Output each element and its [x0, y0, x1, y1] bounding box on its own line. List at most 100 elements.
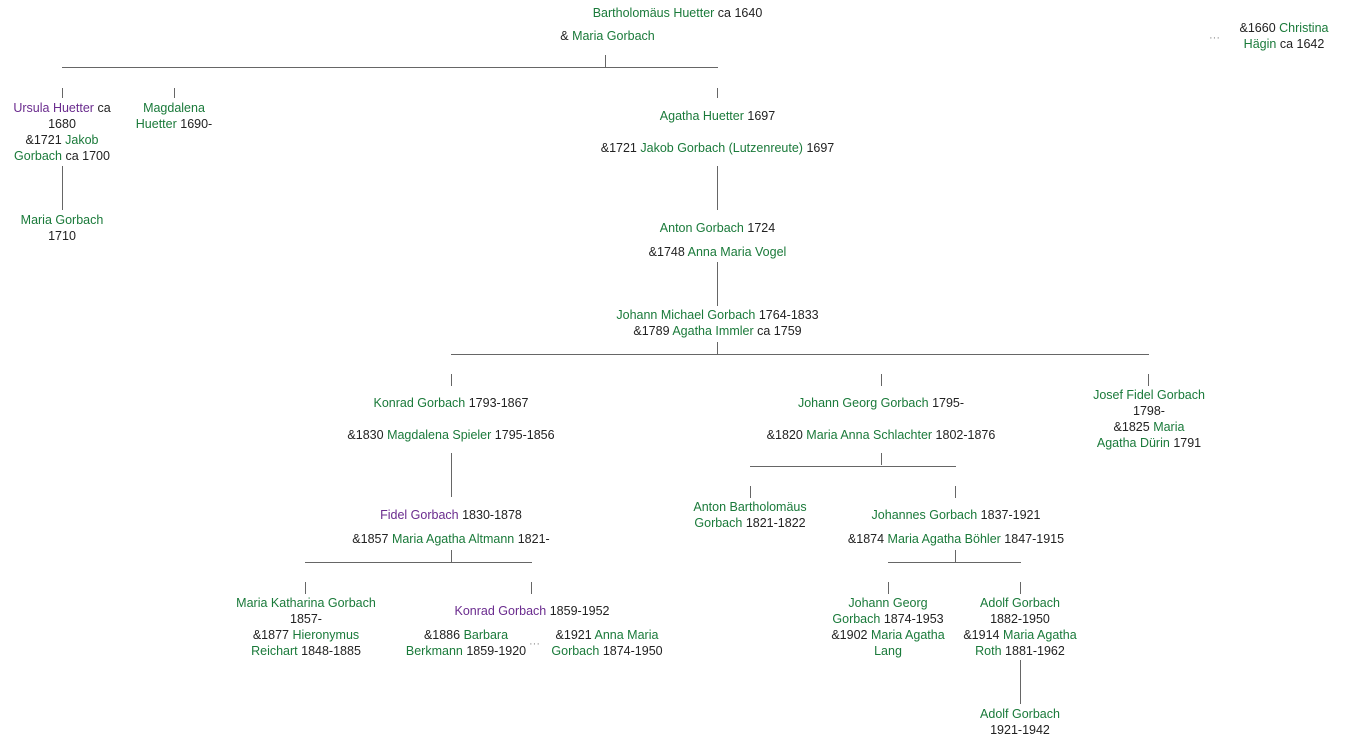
- person-date: 1921-1942: [990, 723, 1050, 737]
- person-link[interactable]: Johann Michael Gorbach: [616, 308, 756, 322]
- person-date: 1881-1962: [1005, 644, 1065, 658]
- person-link[interactable]: Maria: [1153, 420, 1185, 434]
- child-line: [531, 582, 532, 594]
- person-link[interactable]: Gorbach: [694, 516, 743, 530]
- spouse-barbara-berkmann: &1886 Barbara Berkmann 1859-1920: [400, 627, 532, 659]
- spouse-maria-agatha-altmann: &1857 Maria Agatha Altmann 1821-: [310, 531, 592, 547]
- person-link[interactable]: Konrad Gorbach: [373, 396, 466, 410]
- person-link[interactable]: Josef Fidel Gorbach: [1093, 388, 1205, 402]
- spouse-anna-maria-gorbach: &1921 Anna Maria Gorbach 1874-1950: [542, 627, 672, 659]
- person-link[interactable]: Maria Agatha: [870, 628, 945, 642]
- more-marriages-icon[interactable]: ···: [1209, 32, 1220, 44]
- marriage-prefix: &1830: [347, 428, 384, 442]
- person-link[interactable]: Anna Maria Vogel: [687, 245, 787, 259]
- person-link[interactable]: Johannes Gorbach: [871, 508, 978, 522]
- person-link[interactable]: Hieronymus: [292, 628, 360, 642]
- person-link[interactable]: Adolf Gorbach: [980, 707, 1060, 721]
- person-date: 1802-1876: [935, 428, 996, 442]
- person-anton-bartholomaeus-gorbach: Anton Bartholomäus Gorbach 1821-1822: [680, 499, 820, 531]
- spouse-christina-haegin: &1660 Christina Hägin ca 1642: [1226, 20, 1342, 52]
- person-link[interactable]: Maria Katharina Gorbach: [236, 596, 376, 610]
- person-link[interactable]: Huetter: [135, 117, 177, 131]
- person-date: 1847-1915: [1004, 532, 1065, 546]
- person-link[interactable]: Fidel Gorbach: [380, 508, 459, 522]
- more-marriages-icon[interactable]: ···: [529, 638, 540, 650]
- person-link[interactable]: Adolf Gorbach: [980, 596, 1060, 610]
- sibling-line: [750, 466, 956, 467]
- marriage-prefix: &: [560, 29, 569, 43]
- person-link[interactable]: Reichart: [251, 644, 298, 658]
- sibling-line: [888, 562, 1021, 563]
- marriage-prefix: &1914: [963, 628, 1000, 642]
- marriage-prefix: &1902: [831, 628, 868, 642]
- person-johann-georg-gorbach-1874: Johann Georg Gorbach 1874-1953 &1902 Mar…: [818, 595, 958, 659]
- person-adolf-gorbach-1921: Adolf Gorbach 1921-1942: [960, 706, 1080, 738]
- person-link[interactable]: Agatha Dürin: [1096, 436, 1170, 450]
- spouse-maria-gorbach: & Maria Gorbach: [520, 28, 695, 44]
- person-link[interactable]: Konrad Gorbach: [454, 604, 547, 618]
- person-date: ca 1642: [1279, 37, 1325, 51]
- person-date: 1795-1856: [494, 428, 555, 442]
- person-date: 1821-: [517, 532, 550, 546]
- person-link[interactable]: Berkmann: [405, 644, 463, 658]
- person-link[interactable]: Maria Agatha Böhler: [887, 532, 1001, 546]
- person-link[interactable]: Maria Gorbach: [572, 29, 655, 43]
- child-line: [1020, 582, 1021, 594]
- marriage-prefix: &1857: [352, 532, 389, 546]
- person-link[interactable]: Barbara: [463, 628, 509, 642]
- person-anton-gorbach-1724: Anton Gorbach 1724: [560, 220, 875, 236]
- child-line: [888, 582, 889, 594]
- person-konrad-gorbach-1859: Konrad Gorbach 1859-1952: [422, 603, 642, 619]
- sibling-line: [451, 354, 1149, 355]
- person-link[interactable]: Maria Agatha: [1002, 628, 1077, 642]
- child-line: [881, 374, 882, 386]
- person-link[interactable]: Gorbach: [832, 612, 881, 626]
- person-link[interactable]: Agatha Immler: [672, 324, 754, 338]
- person-link[interactable]: Anton Gorbach: [659, 221, 744, 235]
- marriage-prefix: &1820: [766, 428, 803, 442]
- sibling-line: [305, 562, 532, 563]
- person-date: 1821-1822: [745, 516, 806, 530]
- marriage-prefix: &1874: [847, 532, 885, 546]
- person-link[interactable]: Gorbach: [14, 149, 62, 163]
- person-link[interactable]: Agatha Huetter: [659, 109, 744, 123]
- person-link[interactable]: Anton Bartholomäus: [693, 500, 807, 514]
- child-line: [717, 88, 718, 98]
- marriage-prefix: &1825: [1113, 420, 1150, 434]
- person-date: 1764-1833: [758, 308, 819, 322]
- person-link[interactable]: Christina: [1279, 21, 1329, 35]
- marriage-prefix: &1921: [555, 628, 592, 642]
- person-date: 1791: [1173, 436, 1202, 450]
- descent-line: [881, 453, 882, 465]
- descent-line: [717, 262, 718, 306]
- person-date: 1830-1878: [462, 508, 522, 522]
- person-link[interactable]: Jakob: [65, 133, 99, 147]
- person-link[interactable]: Maria Anna Schlachter: [806, 428, 933, 442]
- person-link[interactable]: Anna Maria: [594, 628, 659, 642]
- person-fidel-gorbach: Fidel Gorbach 1830-1878: [330, 507, 572, 523]
- person-maria-gorbach-1710: Maria Gorbach 1710: [2, 212, 122, 244]
- person-link[interactable]: Hägin: [1243, 37, 1277, 51]
- person-link[interactable]: Bartholomäus Huetter: [592, 6, 715, 20]
- person-ursula-huetter: Ursula Huetter ca 1680 &1721 Jakob Gorba…: [2, 100, 122, 164]
- spouse-anna-maria-vogel: &1748 Anna Maria Vogel: [560, 244, 875, 260]
- person-link[interactable]: Roth: [975, 644, 1002, 658]
- person-adolf-gorbach-1882: Adolf Gorbach 1882-1950 &1914 Maria Agat…: [955, 595, 1085, 659]
- person-link[interactable]: Magdalena Spieler: [387, 428, 492, 442]
- person-link[interactable]: Johann Georg Gorbach: [797, 396, 929, 410]
- descent-line: [955, 550, 956, 562]
- person-link[interactable]: Johann Georg: [848, 596, 928, 610]
- spouse-maria-agatha-boehler: &1874 Maria Agatha Böhler 1847-1915: [820, 531, 1092, 547]
- person-link[interactable]: Maria Agatha Altmann: [391, 532, 515, 546]
- person-link[interactable]: Lang: [874, 644, 902, 658]
- person-date: ca 1700: [65, 149, 110, 163]
- person-link[interactable]: Magdalena: [143, 101, 205, 115]
- person-link[interactable]: Jakob Gorbach (Lutzenreute): [640, 141, 803, 155]
- marriage-prefix: &1660: [1239, 21, 1276, 35]
- person-date: 1710: [48, 229, 76, 243]
- person-link[interactable]: Gorbach: [551, 644, 600, 658]
- marriage-prefix: &1886: [423, 628, 461, 642]
- person-date: 1793-1867: [468, 396, 529, 410]
- person-link[interactable]: Maria Gorbach: [20, 213, 104, 227]
- person-link[interactable]: Ursula Huetter: [13, 101, 94, 115]
